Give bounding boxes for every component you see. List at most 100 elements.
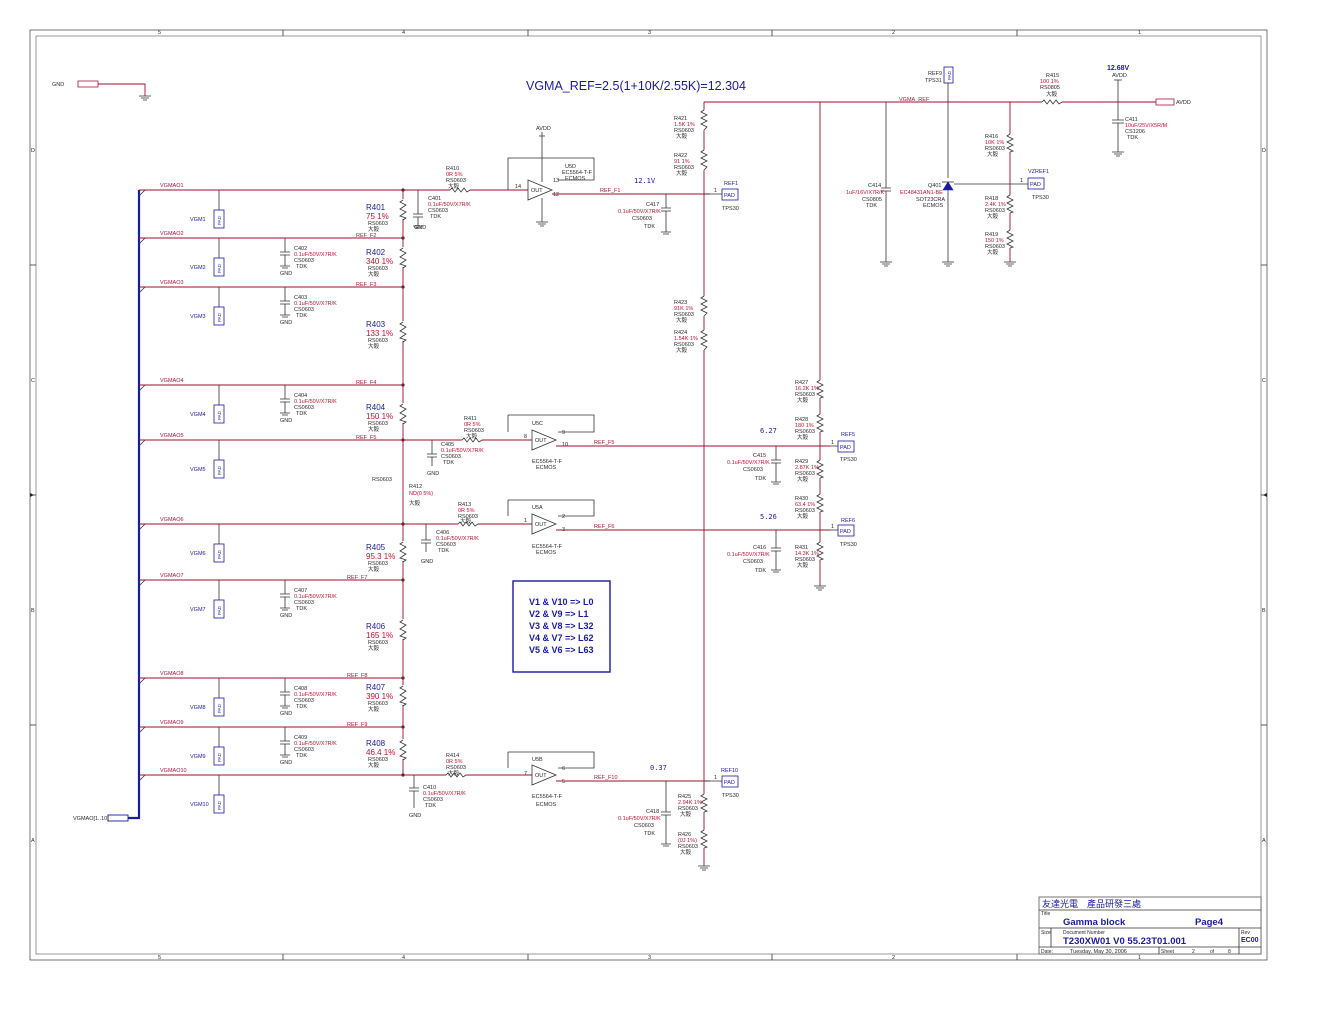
c405-val: 0.1uF/50V/X7R/K (441, 448, 484, 454)
opamp-u5d: OUT U5D EC5564-T-F ECMOS 14 13 12 AVDD (507, 126, 710, 227)
r419-ref: R419 (985, 232, 998, 238)
r414-ref: R414 (446, 753, 459, 759)
resistor-r428 (816, 413, 825, 433)
net-ref-f5: REF_F5 (594, 440, 614, 446)
ladder-value: 133 1% (366, 329, 393, 338)
pad-label: PAD (947, 70, 952, 80)
r416-val: 10K 1% (985, 140, 1004, 146)
capacitor-c403 (280, 287, 290, 315)
r418-vendor: 大毅 (987, 212, 999, 220)
ground-icon (1112, 151, 1124, 157)
r410-pkg: RS0603 (446, 178, 466, 184)
of-label: of (1210, 949, 1215, 955)
r419-val: 150 1% (985, 238, 1004, 244)
r430-pkg: RS0603 (795, 508, 815, 514)
ladder-ref: R406 (366, 622, 386, 631)
row-label: A (1262, 838, 1266, 844)
r416-ref: R416 (985, 134, 998, 140)
ladder-vendor: 大毅 (368, 342, 380, 350)
net-ref-f: REF_F2 (356, 233, 376, 239)
tp-ref6-pkg: TPS30 (840, 542, 857, 548)
c411-tdk: TDK (1127, 135, 1138, 141)
r425-pkg: RS0603 (678, 806, 698, 812)
ground-icon (942, 261, 954, 267)
c417-tdk: TDK (644, 224, 655, 230)
test-pad (213, 697, 225, 717)
r431-val: 14.3K 1% (795, 551, 819, 557)
c408-val: 0.1uF/50V/X7R/K (294, 692, 337, 698)
c411-pkg: CS1206 (1125, 129, 1145, 135)
svg-text:OUT: OUT (535, 773, 547, 779)
tp-ref1-pkg: TPS30 (722, 206, 739, 212)
resistor-r406 (399, 619, 407, 641)
ground-icon (880, 261, 892, 267)
c414-val: 1uF/16V/X7R/K (846, 190, 885, 196)
c407-ref: C407 (294, 588, 307, 594)
svg-text:10: 10 (562, 442, 568, 448)
net-ref-f1: REF_F1 (600, 188, 620, 194)
r411-val: 0R 5% (464, 422, 481, 428)
r425-ref: R425 (678, 794, 691, 800)
c402-val: 0.1uF/50V/X7R/K (294, 252, 337, 258)
ladder-pkg: RS0603 (368, 640, 388, 646)
test-pad-name: VGM10 (190, 802, 209, 808)
r428-ref: R428 (795, 417, 808, 423)
r426-val: (0J 1%) (678, 838, 697, 844)
r429-vendor: 大毅 (797, 475, 809, 483)
ladder-value: 75 1% (366, 212, 389, 221)
tp-ref9-pkg: TPS31 (925, 78, 942, 84)
resistor-r419 (1006, 229, 1015, 249)
svg-text:1: 1 (831, 440, 834, 446)
r423-vendor: 大毅 (676, 316, 688, 324)
c403-tdk: TDK (296, 313, 307, 319)
resistor-r431 (816, 541, 825, 561)
c409-ref: C409 (294, 735, 307, 741)
col-label: 1 (1138, 955, 1141, 961)
tp-vzref1-pkg: TPS30 (1032, 195, 1049, 201)
gnd-label: GND (280, 271, 292, 277)
svg-text:OUT: OUT (535, 438, 547, 444)
svg-text:1: 1 (1020, 178, 1023, 184)
test-pad-name: VGM9 (190, 754, 206, 760)
r424-ref: R424 (674, 330, 687, 336)
net-ref-f: REF_F4 (356, 380, 376, 386)
r412-pkg: RS0603 (372, 477, 392, 483)
r410-val: 0R 5% (446, 172, 463, 178)
page-label: Page4 (1195, 917, 1224, 928)
title-block: 友達光電 產品研發三處 Title Gamma block Page4 Size… (1038, 896, 1262, 955)
c416-ref: C416 (753, 545, 766, 551)
test-pad (213, 306, 225, 326)
u5b-pkg: ECMOS (536, 802, 557, 808)
border-frame: 5 4 3 2 1 5 4 3 2 1 D C B A D C B A (29, 29, 1268, 961)
c409-val: 0.1uF/50V/X7R/K (294, 741, 337, 747)
r416-vendor: 大毅 (987, 150, 999, 158)
net-ref-f: REF_F8 (347, 673, 367, 679)
c401-ref: C401 (428, 196, 441, 202)
ground-icon (280, 265, 290, 269)
net-ref-f: REF_F7 (347, 575, 367, 581)
resistor-r403 (399, 321, 407, 343)
row-label: C (31, 378, 35, 384)
ladder-value: 165 1% (366, 631, 393, 640)
row-label: A (31, 838, 35, 844)
gnd-label: GND (280, 613, 292, 619)
r411-vendor: 大毅 (466, 432, 478, 440)
test-pad (213, 794, 225, 814)
resistor-r421 (700, 109, 708, 131)
ground-icon (280, 754, 290, 758)
resistor-r410 (449, 187, 471, 193)
r431-pkg: RS0603 (795, 557, 815, 563)
resistor-r404 (399, 403, 407, 425)
r411-pkg: RS0603 (464, 428, 484, 434)
net-vgmao: VGMAO4 (160, 378, 184, 384)
c405-ref: C405 (441, 442, 454, 448)
tp-vzref1: VZREF1 (1028, 169, 1049, 175)
ladder-pkg: RS0603 (368, 701, 388, 707)
c401-tdk: TDK (430, 214, 441, 220)
q401-pkg: SOT23CRA (916, 197, 945, 203)
